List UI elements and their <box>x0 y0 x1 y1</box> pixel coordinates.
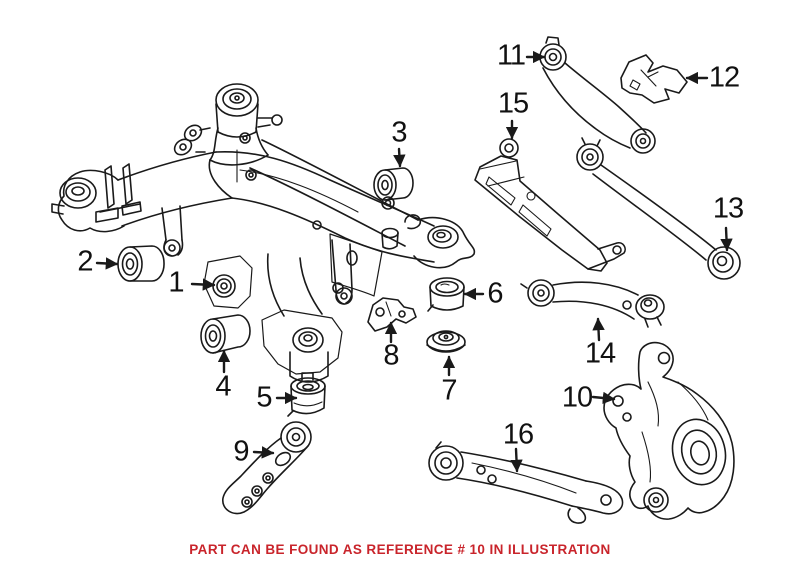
arm-part-9 <box>222 421 312 515</box>
callout-13: 13 <box>712 192 744 225</box>
callout-10-label: 10 <box>561 381 593 414</box>
callout-7-label: 7 <box>441 374 457 407</box>
callout-15: 15 <box>497 87 529 120</box>
callout-13-label: 13 <box>712 192 744 225</box>
callout-arrows <box>95 50 733 473</box>
bracket-part-12 <box>620 54 688 104</box>
bushing-part-6 <box>427 277 465 312</box>
callout-14: 14 <box>584 337 616 370</box>
callout-16-label: 16 <box>502 418 534 451</box>
callout-2-label: 2 <box>77 245 93 278</box>
callout-9: 9 <box>233 435 249 468</box>
callout-9-label: 9 <box>233 435 249 468</box>
callout-14-label: 14 <box>584 337 616 370</box>
callout-2: 2 <box>77 245 93 278</box>
callout-7: 7 <box>441 374 457 407</box>
callout-12-label: 12 <box>708 61 740 94</box>
callout-6-label: 6 <box>487 277 503 310</box>
callout-1-label: 1 <box>168 266 184 299</box>
callout-16: 16 <box>502 418 534 451</box>
callout-10: 10 <box>561 381 593 414</box>
callout-8: 8 <box>383 339 399 372</box>
bushing-part-4 <box>200 314 251 354</box>
callout-15-label: 15 <box>497 87 529 120</box>
callout-5-label: 5 <box>256 381 272 414</box>
callout-1: 1 <box>168 266 184 299</box>
lower-arm-part-16 <box>428 441 624 524</box>
callout-5: 5 <box>256 381 272 414</box>
camber-arm-part-14 <box>520 279 665 328</box>
callout-11-label: 11 <box>496 39 526 72</box>
callout-3: 3 <box>391 116 407 149</box>
knuckle-part-10 <box>603 341 735 520</box>
bushing-part-3 <box>373 167 414 201</box>
reference-caption: PART CAN BE FOUND AS REFERENCE # 10 IN I… <box>189 542 611 557</box>
callout-8-label: 8 <box>383 339 399 372</box>
subframe-crossmember <box>51 83 476 383</box>
callout-11: 11 <box>496 39 526 72</box>
bushing-part-2 <box>117 245 165 282</box>
callout-3-label: 3 <box>391 116 407 149</box>
callout-12: 12 <box>708 61 740 94</box>
callout-6: 6 <box>487 277 503 310</box>
washer-part-7 <box>426 330 466 353</box>
callout-4-label: 4 <box>215 370 231 403</box>
callout-4: 4 <box>215 370 231 403</box>
